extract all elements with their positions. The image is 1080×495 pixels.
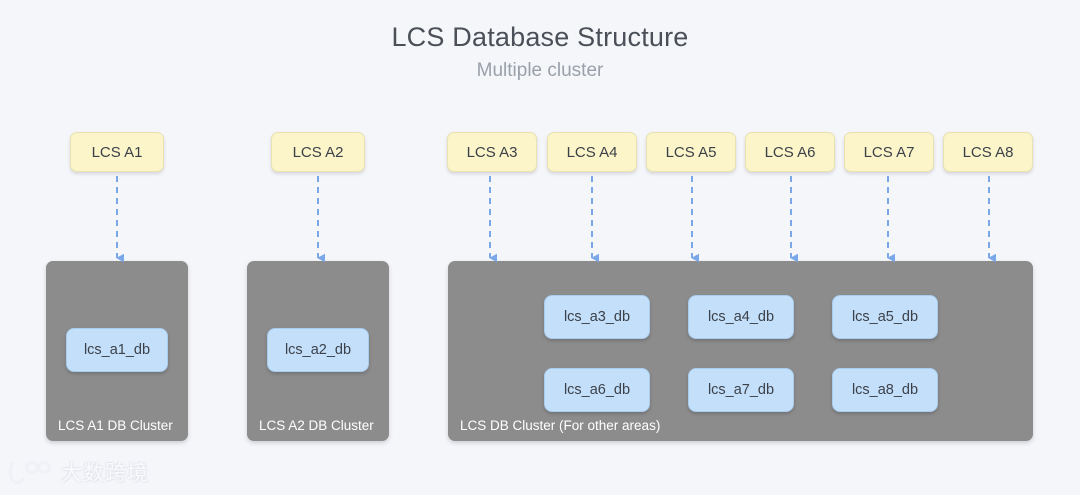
app-node-lcs-a8[interactable]: LCS A8 (943, 132, 1033, 172)
app-node-lcs-a6[interactable]: LCS A6 (745, 132, 835, 172)
cluster-label: LCS DB Cluster (For other areas) (460, 418, 661, 433)
page-title: LCS Database Structure (391, 22, 689, 52)
cluster-label: LCS A2 DB Cluster (259, 418, 374, 433)
db-node-lcs-a4-db[interactable]: lcs_a4_db (688, 295, 794, 339)
app-node-lcs-a5[interactable]: LCS A5 (646, 132, 736, 172)
db-node-lcs-a6-db[interactable]: lcs_a6_db (544, 368, 650, 412)
app-node-lcs-a4[interactable]: LCS A4 (547, 132, 637, 172)
db-node-lcs-a3-db[interactable]: lcs_a3_db (544, 295, 650, 339)
watermark-text: 大数跨境 (61, 461, 149, 485)
db-node-lcs-a2-db[interactable]: lcs_a2_db (267, 328, 369, 372)
app-node-lcs-a1[interactable]: LCS A1 (70, 132, 164, 172)
app-node-lcs-a3[interactable]: LCS A3 (447, 132, 537, 172)
db-node-lcs-a5-db[interactable]: lcs_a5_db (832, 295, 938, 339)
dashuakuajing-logo-icon (8, 460, 51, 485)
db-cluster-3: LCS DB Cluster (For other areas) (448, 261, 1033, 441)
app-node-lcs-a2[interactable]: LCS A2 (271, 132, 365, 172)
db-node-lcs-a7-db[interactable]: lcs_a7_db (688, 368, 794, 412)
page-subtitle: Multiple cluster (476, 60, 604, 81)
cluster-label: LCS A1 DB Cluster (58, 418, 173, 433)
db-node-lcs-a1-db[interactable]: lcs_a1_db (66, 328, 168, 372)
app-node-lcs-a7[interactable]: LCS A7 (844, 132, 934, 172)
watermark: 大数跨境 (8, 457, 149, 487)
db-node-lcs-a8-db[interactable]: lcs_a8_db (832, 368, 938, 412)
